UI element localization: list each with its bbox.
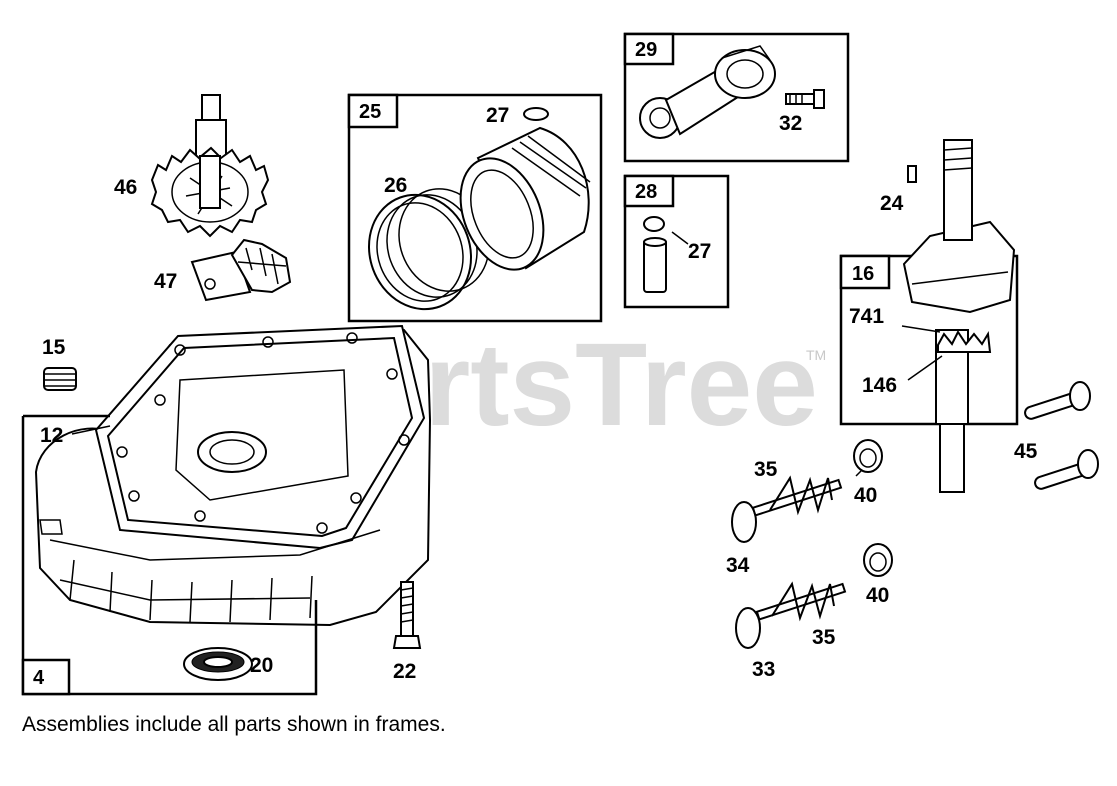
part-camshaft[interactable] — [150, 94, 270, 238]
part-governor[interactable] — [190, 238, 292, 302]
callout-24[interactable]: 24 — [880, 192, 904, 215]
frame-label-28: 28 — [635, 181, 657, 203]
part-crankshaft[interactable] — [902, 139, 1016, 493]
frame-label-4: 4 — [33, 667, 45, 689]
callout-146[interactable]: 146 — [862, 374, 897, 397]
callout-20[interactable]: 20 — [250, 654, 273, 677]
part-piston[interactable] — [445, 126, 591, 282]
callout-47[interactable]: 47 — [154, 270, 177, 293]
callout-32[interactable]: 32 — [779, 112, 802, 135]
callout-33[interactable]: 33 — [752, 658, 775, 681]
frame-label-29: 29 — [635, 39, 657, 61]
part-piston-pin-clip[interactable] — [523, 107, 549, 121]
part-piston-pin[interactable] — [643, 216, 667, 293]
callout-12[interactable]: 12 — [40, 424, 63, 447]
frame-29 — [623, 32, 850, 163]
part-connecting-rod[interactable] — [639, 45, 776, 139]
gasket-bolt-holes — [116, 332, 410, 534]
callout-15[interactable]: 15 — [42, 336, 66, 359]
part-plug[interactable] — [43, 367, 77, 391]
frame-label-16: 16 — [852, 263, 874, 285]
callout-22[interactable]: 22 — [393, 660, 416, 683]
part-retainer-upper[interactable] — [853, 439, 883, 473]
callout-26[interactable]: 26 — [384, 174, 407, 197]
leader-lines — [71, 231, 943, 477]
part-intake-valve[interactable] — [735, 581, 847, 649]
part-valve-lifter-upper[interactable] — [1024, 381, 1091, 420]
callout-35-upper[interactable]: 35 — [754, 458, 778, 481]
frame-label-25: 25 — [359, 101, 381, 123]
callout-34[interactable]: 34 — [726, 554, 750, 577]
callout-40-lower[interactable]: 40 — [866, 584, 889, 607]
callout-741[interactable]: 741 — [849, 305, 884, 328]
callout-27-piston[interactable]: 27 — [486, 104, 509, 127]
part-rod-bolt[interactable] — [785, 89, 825, 109]
part-bolt[interactable] — [392, 581, 422, 649]
callout-27-pin[interactable]: 27 — [688, 240, 711, 263]
part-retainer-lower[interactable] — [863, 543, 893, 577]
part-key[interactable] — [907, 165, 917, 183]
callout-35-lower[interactable]: 35 — [812, 626, 836, 649]
callout-40-upper[interactable]: 40 — [854, 484, 877, 507]
frame-4 — [21, 414, 318, 696]
part-crankcase[interactable] — [34, 324, 432, 627]
frame-28 — [623, 174, 730, 309]
part-piston-rings[interactable] — [353, 176, 503, 324]
watermark-trademark: TM — [806, 347, 826, 363]
part-valve-lifter-lower[interactable] — [1034, 449, 1099, 490]
part-exhaust-valve[interactable] — [731, 475, 843, 543]
part-oil-seal[interactable] — [183, 647, 253, 681]
frame-25 — [347, 93, 603, 323]
callout-46[interactable]: 46 — [114, 176, 137, 199]
assembly-note: Assemblies include all parts shown in fr… — [22, 713, 446, 736]
callout-45[interactable]: 45 — [1014, 440, 1038, 463]
